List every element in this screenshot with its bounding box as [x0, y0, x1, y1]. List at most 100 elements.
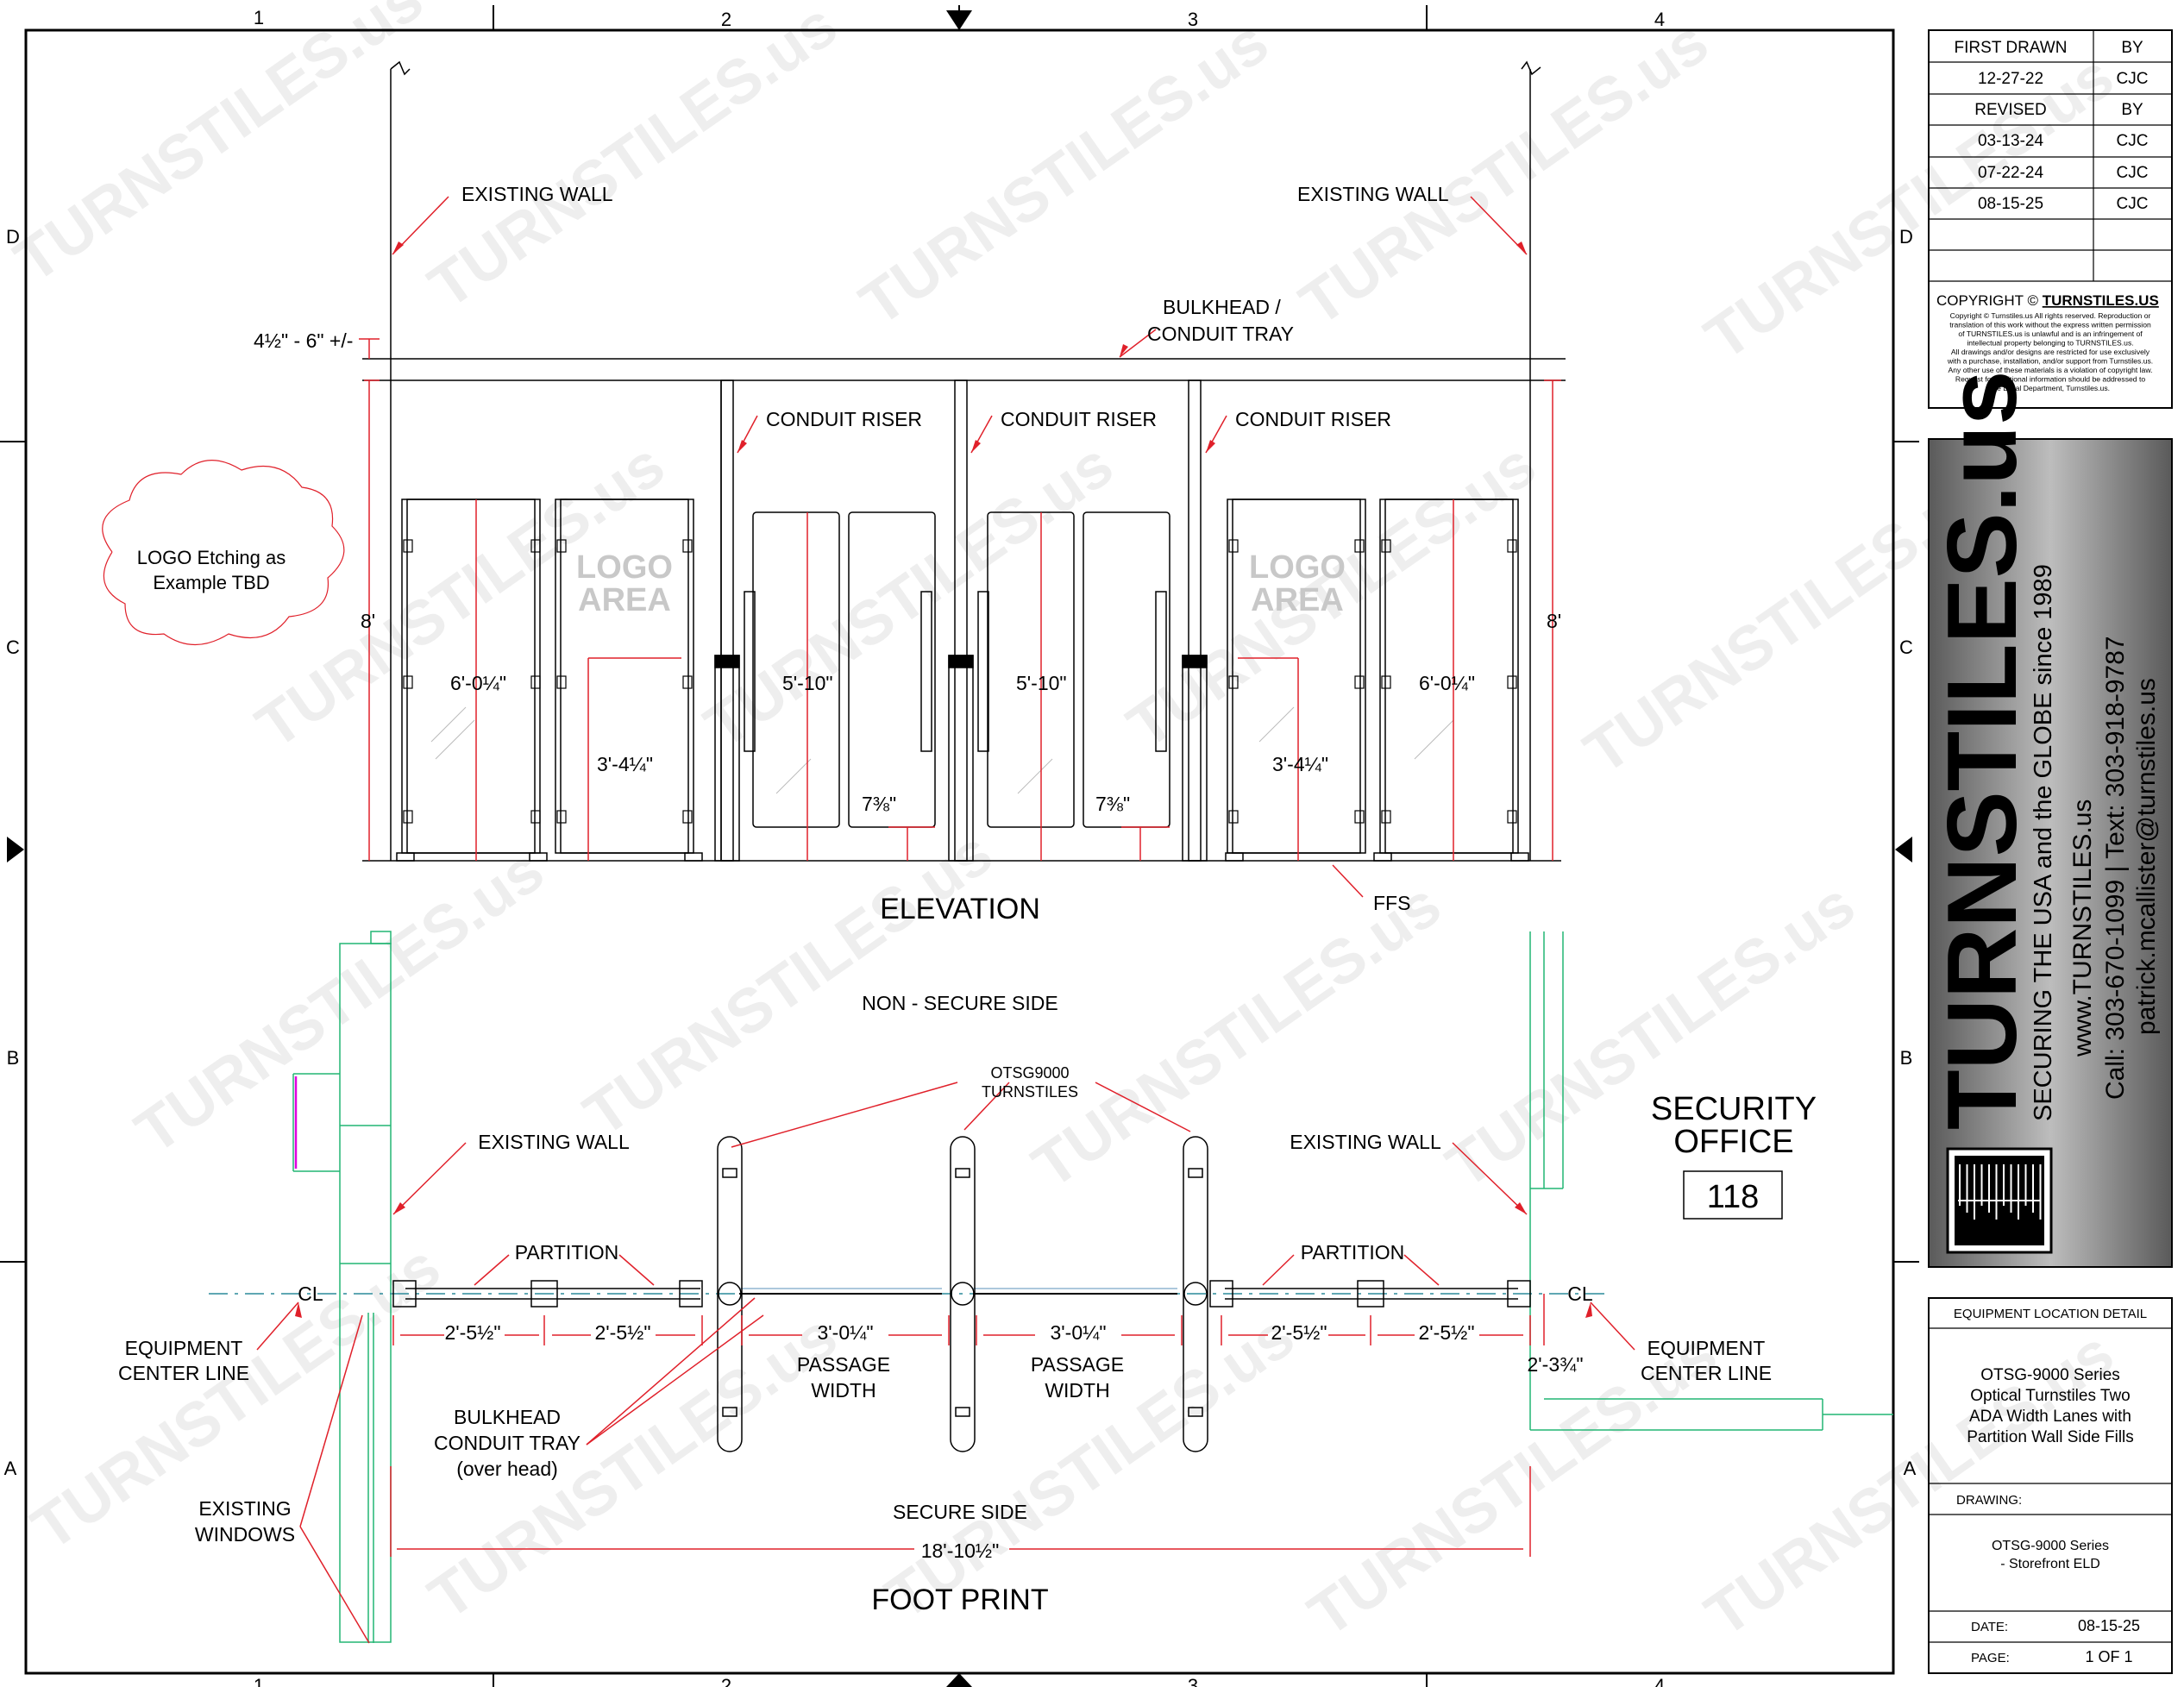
revision-date-2: 07-22-24 [1978, 164, 2043, 182]
gate-gap-2: 7⅜" [1095, 793, 1130, 815]
partition-label-right: PARTITION [1301, 1241, 1405, 1264]
revision-by-1: CJC [2117, 132, 2149, 150]
col-label-1-bottom: 1 [254, 1675, 264, 1687]
brand-panel [1928, 438, 2173, 1268]
first-drawn-date: 12-27-22 [1978, 70, 2043, 88]
existing-wall-label-right: EXISTING WALL [1297, 183, 1449, 205]
partition-dim-3: 2'-5½" [1271, 1321, 1327, 1344]
copyright-line: Copyright © Turnstiles.us All rights res… [1950, 311, 2151, 320]
watermark-text: TURNSTILES.us [417, 0, 849, 322]
copyright-line: the Legal Department, Turnstiles.us. [1991, 384, 2110, 392]
logo-area-right-2: AREA [1251, 582, 1344, 618]
gate-height-1: 5'-10" [782, 672, 833, 694]
logo-note-1: LOGO Etching as [137, 547, 286, 568]
first-drawn-label: FIRST DRAWN [1955, 39, 2068, 57]
logo-note-cloud [102, 460, 345, 646]
copyright-line: of TURNSTILES.us is unlawful and is an i… [1958, 329, 2143, 338]
copyright-line: with a purchase, installation, and/or su… [1947, 357, 2153, 366]
col-label-2-bottom: 2 [721, 1675, 731, 1687]
watermark-text: TURNSTILES.us [3, 0, 435, 296]
passage-label-1b: WIDTH [811, 1379, 875, 1402]
col-label-2: 2 [721, 9, 731, 30]
room-number-box [1683, 1170, 1783, 1220]
passage-label-2b: WIDTH [1045, 1379, 1109, 1402]
brand-email: patrick.mcallister@turnstiles.us [2132, 678, 2161, 1035]
col-label-4: 4 [1654, 9, 1665, 30]
row-label-d: D [6, 226, 20, 248]
partition-label-left: PARTITION [515, 1241, 619, 1264]
row-label-d-right: D [1899, 226, 1913, 248]
logo-height-left: 3'-4¼" [597, 753, 653, 775]
date-label: DATE: [1971, 1620, 2008, 1634]
page-label: PAGE: [1971, 1651, 2010, 1665]
watermark-text: TURNSTILES.us [848, 8, 1280, 339]
col-label-4-bottom: 4 [1654, 1675, 1665, 1687]
bulkhead-fp-2: CONDUIT TRAY [434, 1432, 581, 1454]
conduit-riser-label-3: CONDUIT RISER [1235, 408, 1391, 430]
gate-height-2: 5'-10" [1016, 672, 1067, 694]
secure-side-label: SECURE SIDE [893, 1501, 1027, 1523]
detail-desc-4: Partition Wall Side Fills [1967, 1428, 2134, 1446]
logo-note-2: Example TBD [153, 572, 269, 593]
passage-label-1a: PASSAGE [797, 1353, 890, 1376]
row-label-c-right: C [1899, 637, 1913, 658]
height-total-right: 8' [1547, 610, 1561, 632]
revision-by-3: CJC [2117, 195, 2149, 213]
footprint-title: FOOT PRINT [871, 1584, 1048, 1616]
turnstiles-label-2: TURNSTILES [982, 1083, 1078, 1101]
cl-label-right: CL [1567, 1282, 1593, 1305]
page-value: 1 OF 1 [2085, 1648, 2132, 1665]
partition-dim-1: 2'-5½" [445, 1321, 501, 1344]
date-value: 08-15-25 [2078, 1617, 2140, 1634]
partition-dim-2: 2'-5½" [595, 1321, 651, 1344]
bulkhead-label-2: CONDUIT TRAY [1147, 323, 1294, 345]
bulkhead-fp-3: (over head) [456, 1458, 558, 1480]
logo-area-right-1: LOGO [1249, 549, 1346, 586]
turnstiles-label-1: OTSG9000 [990, 1064, 1069, 1082]
bulkhead-fp-1: BULKHEAD [454, 1406, 561, 1428]
equipment-cl-right-2: CENTER LINE [1641, 1362, 1772, 1384]
existing-wall-fp-right: EXISTING WALL [1290, 1131, 1441, 1153]
center-arrows [7, 10, 1912, 1687]
passage-dim-1: 3'-0¼" [818, 1321, 874, 1344]
copyright-line: intellectual property belonging to TURNS… [1967, 339, 2133, 348]
copyright-line: All drawings and/or designs are restrict… [1951, 348, 2150, 356]
brand-logo-icon [1946, 1147, 2053, 1254]
equipment-cl-left-1: EQUIPMENT [125, 1337, 243, 1359]
panel-height-right: 6'-0¼" [1419, 672, 1475, 694]
detail-desc-1: OTSG-9000 Series [1980, 1366, 2120, 1384]
brand-tagline: SECURING THE USA and the GLOBE since 198… [2030, 564, 2057, 1121]
gate-gap-1: 7⅜" [862, 793, 896, 815]
bulkhead-label-1: BULKHEAD / [1163, 296, 1281, 318]
overall-dim-label: 18'-10½" [921, 1540, 1000, 1562]
logo-area-left-2: AREA [578, 582, 671, 618]
row-label-a-right: A [1904, 1458, 1917, 1479]
watermark-text: TURNSTILES.us [1288, 8, 1720, 339]
detail-desc-3: ADA Width Lanes with [1969, 1408, 2131, 1426]
elevation-view: LOGO AREA LOGO AREA [102, 60, 1566, 925]
brand-name: TURNSTILES.us [1928, 371, 2037, 1130]
copyright-line: translation of this work without the exp… [1949, 321, 2151, 329]
height-total-left: 8' [361, 610, 375, 632]
conduit-riser-label-2: CONDUIT RISER [1001, 408, 1157, 430]
by-label-2: BY [2121, 101, 2143, 119]
row-label-b: B [7, 1047, 20, 1069]
equipment-cl-right-1: EQUIPMENT [1647, 1337, 1766, 1359]
bulkhead-dim-label: 4½" - 6" +/- [254, 329, 353, 352]
passage-dim-2: 3'-0¼" [1051, 1321, 1107, 1344]
copyright-line: Any other use of these materials is a vi… [1949, 366, 2153, 374]
copyright-text: Copyright © Turnstiles.us All rights res… [1947, 311, 2153, 392]
existing-wall-label-left: EXISTING WALL [461, 183, 613, 205]
brand-phone: Call: 303-670-1099 | Text: 303-918-9787 [2101, 636, 2130, 1100]
copyright-line: Request for additional information shoul… [1955, 375, 2145, 384]
copyright-label: COPYRIGHT © TURNSTILES.US [1936, 292, 2159, 309]
col-label-1: 1 [254, 7, 264, 28]
row-label-b-right: B [1900, 1047, 1913, 1069]
grid-labels: 1 2 3 4 1 2 3 4 D C B A D C B A [4, 7, 1917, 1687]
drawing-name-2: - Storefront ELD [2000, 1557, 2100, 1571]
brand-website: www.TURNSTILES.us [2068, 800, 2097, 1057]
watermark-text: TURNSTILES.us [1434, 870, 1867, 1201]
security-office-1: SECURITY [1651, 1091, 1817, 1127]
by-label-1: BY [2121, 39, 2143, 57]
